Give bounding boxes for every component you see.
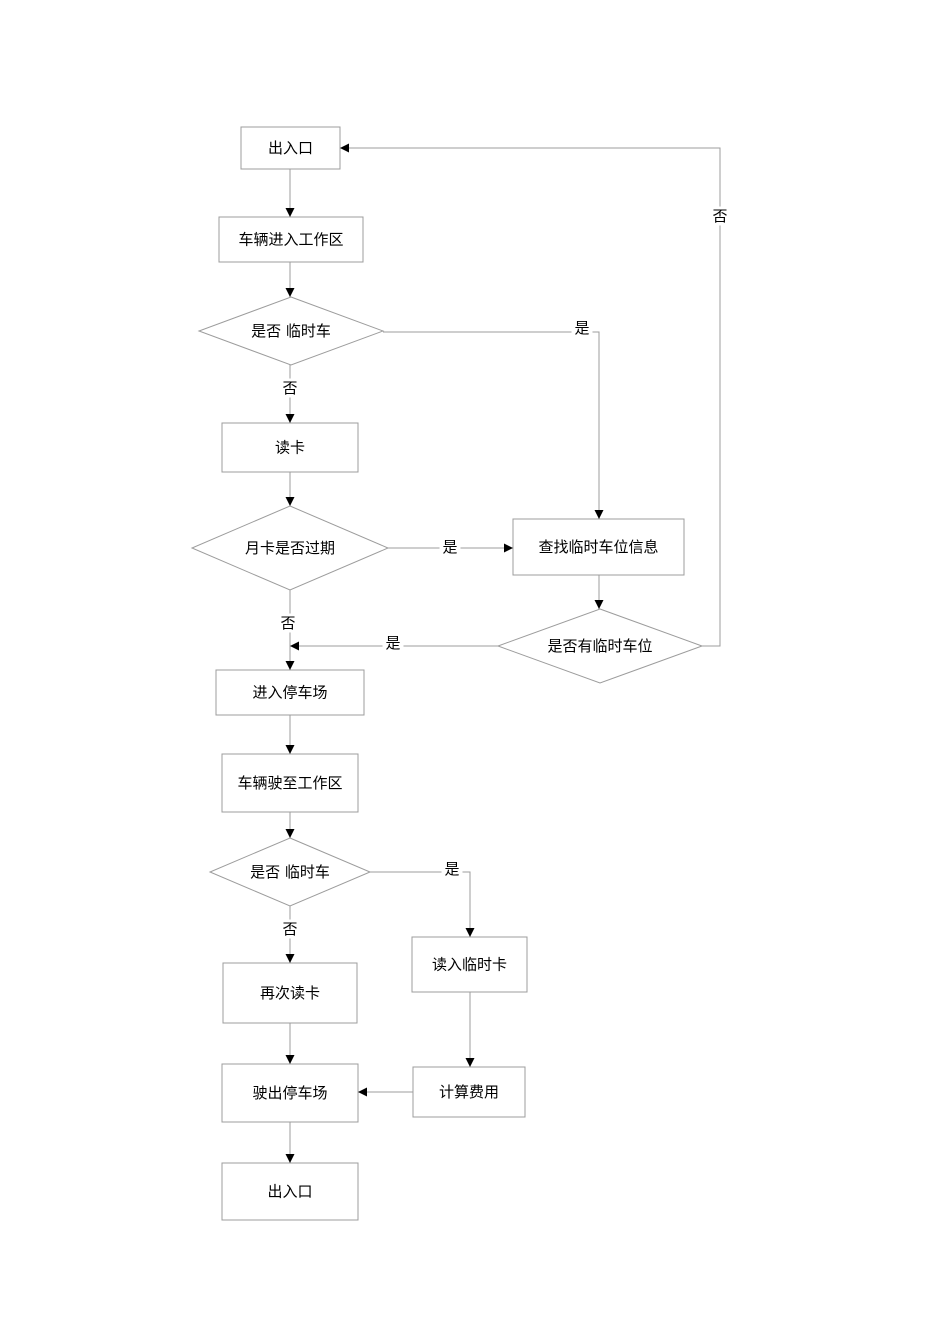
edge-label-bg-expired-no-to-enterlot <box>277 613 299 633</box>
arrowhead-hasspot-yes-to-mainline <box>290 641 299 651</box>
edge-label-istemp1-yes-to-findspot: 是 <box>574 319 589 337</box>
edge-label-bg-istemp1-no-to-readcard <box>279 378 301 398</box>
flow-edge-istemp2-yes-to-readtemp <box>370 871 471 937</box>
flow-node-label-find-temp-spot: 查找临时车位信息 <box>538 538 658 556</box>
flow-node-label-read-card-again: 再次读卡 <box>260 984 320 1002</box>
flow-node-label-is-temp-car-2: 是否 临时车 <box>250 863 330 881</box>
edge-label-hasspot-yes-to-mainline: 是 <box>385 634 400 652</box>
arrowhead-istemp2-yes-to-readtemp <box>465 928 475 937</box>
flow-node-drive-to-workzone <box>221 753 359 813</box>
edge-label-istemp2-no-to-readagain: 否 <box>282 920 297 938</box>
arrowhead-hasspot-no-to-entry-top <box>340 143 349 153</box>
edge-label-bg-istemp2-yes-to-readtemp <box>441 859 463 879</box>
arrowhead-findspot-to-hasspot <box>594 600 604 609</box>
arrowhead-expired-yes-to-findspot <box>504 543 513 553</box>
flow-node-is-temp-car-1 <box>197 296 385 366</box>
flow-node-label-enter-lot: 进入停车场 <box>252 684 327 702</box>
edge-label-hasspot-no-to-entry-top: 否 <box>712 207 727 225</box>
arrowhead-expired-no-to-enterlot <box>285 661 295 670</box>
flow-node-calc-fee <box>412 1066 526 1118</box>
arrowhead-drive-to-istemp2 <box>285 829 295 838</box>
flow-node-entry-bottom <box>221 1162 359 1221</box>
flow-node-label-is-temp-car-1: 是否 临时车 <box>251 322 331 340</box>
arrowhead-calcfee-to-exitlot <box>358 1087 367 1097</box>
flow-node-card-expired <box>190 505 390 591</box>
arrowhead-readagain-to-exitlot <box>285 1055 295 1064</box>
edge-label-bg-istemp1-yes-to-findspot <box>571 318 593 338</box>
flow-node-has-temp-spot <box>496 608 704 684</box>
arrowhead-istemp1-no-to-readcard <box>285 414 295 423</box>
arrowhead-workzone-to-istemp1 <box>285 288 295 297</box>
flow-node-entry-top <box>240 126 341 170</box>
arrowhead-istemp1-yes-to-findspot <box>594 510 604 519</box>
flow-node-label-drive-to-workzone: 车辆驶至工作区 <box>237 774 342 792</box>
flow-edge-hasspot-no-to-entry-top <box>340 147 721 647</box>
flow-node-read-temp-card <box>411 936 528 993</box>
flow-node-enter-lot <box>215 669 365 716</box>
flow-node-read-card <box>221 422 359 473</box>
edge-label-bg-hasspot-yes-to-mainline <box>382 633 404 653</box>
flow-node-find-temp-spot <box>512 518 685 576</box>
flow-node-label-exit-lot: 驶出停车场 <box>252 1084 327 1102</box>
flow-node-label-read-temp-card: 读入临时卡 <box>432 956 507 974</box>
flow-node-enter-workzone <box>218 216 364 263</box>
flow-node-label-has-temp-spot: 是否有临时车位 <box>547 637 652 655</box>
arrowhead-readtemp-to-calcfee <box>465 1058 475 1067</box>
flow-node-label-read-card: 读卡 <box>275 439 305 457</box>
flow-node-exit-lot <box>221 1063 359 1123</box>
arrowhead-entry-top-to-workzone <box>285 208 295 217</box>
flow-node-read-card-again <box>222 962 358 1024</box>
arrowhead-exitlot-to-entry-bottom <box>285 1154 295 1163</box>
edge-label-istemp1-no-to-readcard: 否 <box>282 379 297 397</box>
edge-label-expired-yes-to-findspot: 是 <box>442 538 457 556</box>
flow-node-label-card-expired: 月卡是否过期 <box>245 539 335 557</box>
arrowhead-readcard-to-expired <box>285 497 295 506</box>
flow-node-label-calc-fee: 计算费用 <box>439 1083 499 1101</box>
edge-label-bg-hasspot-no-to-entry-top <box>709 206 731 226</box>
flow-node-label-entry-top: 出入口 <box>268 139 313 157</box>
edge-label-expired-no-to-enterlot: 否 <box>280 614 295 632</box>
flow-node-label-enter-workzone: 车辆进入工作区 <box>238 231 343 249</box>
flow-node-label-entry-bottom: 出入口 <box>267 1183 312 1201</box>
arrowhead-enterlot-to-drive <box>285 745 295 754</box>
edge-label-istemp2-yes-to-readtemp: 是 <box>444 860 459 878</box>
edge-label-bg-istemp2-no-to-readagain <box>279 919 301 939</box>
edge-label-bg-expired-yes-to-findspot <box>439 537 461 557</box>
arrowhead-istemp2-no-to-readagain <box>285 954 295 963</box>
flow-edge-istemp1-yes-to-findspot <box>383 331 600 519</box>
flow-node-is-temp-car-2 <box>208 837 372 907</box>
